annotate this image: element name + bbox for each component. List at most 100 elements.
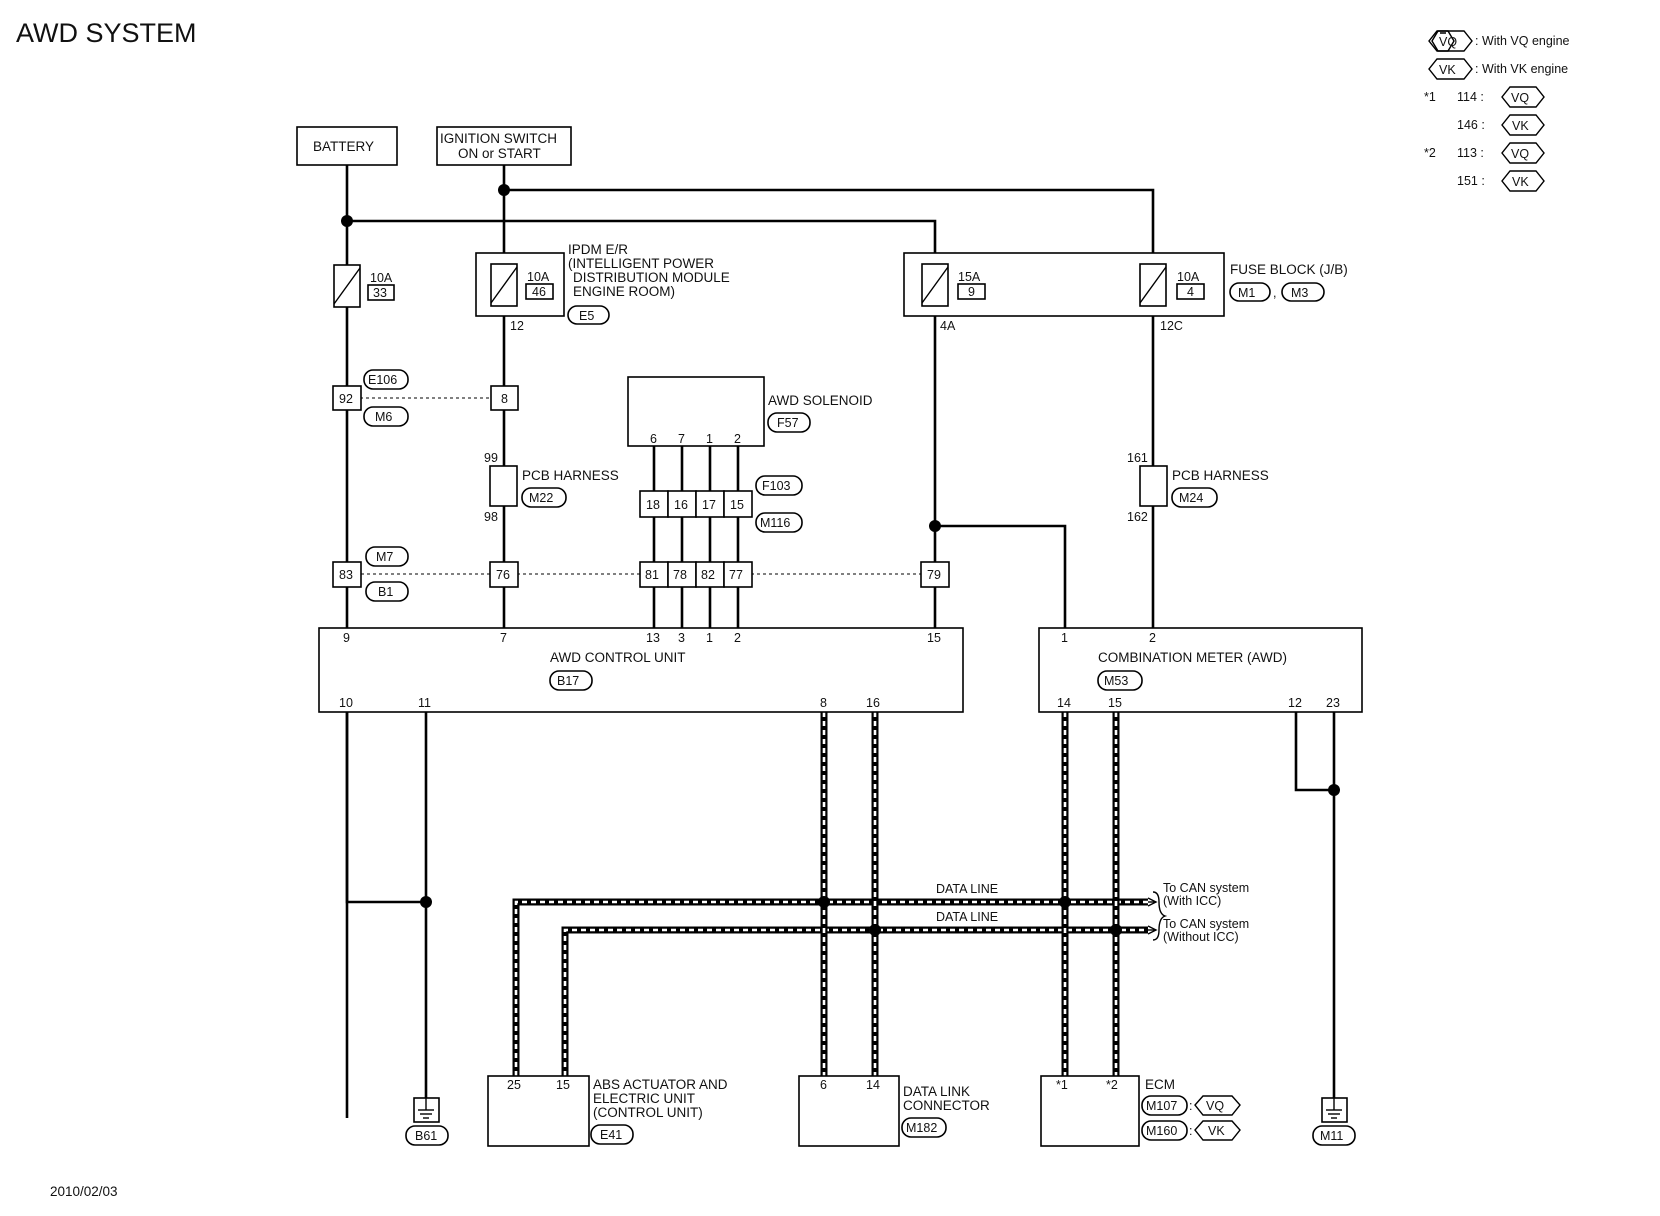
data-line-label-2: DATA LINE: [936, 910, 998, 924]
svg-text:PCB HARNESS: PCB HARNESS: [522, 468, 619, 483]
svg-text:12: 12: [510, 319, 524, 333]
ground-b61-icon: B61: [405, 1097, 449, 1146]
svg-text:M160: M160: [1146, 1124, 1177, 1138]
svg-text:15: 15: [730, 498, 744, 512]
svg-text:F57: F57: [777, 416, 799, 430]
svg-text:12: 12: [1288, 696, 1302, 710]
ecm-box: [1040, 1075, 1140, 1147]
svg-text:15: 15: [1108, 696, 1122, 710]
svg-text:2: 2: [1149, 631, 1156, 645]
svg-text:M182: M182: [906, 1121, 937, 1135]
svg-text:IGNITION SWITCH: IGNITION SWITCH: [440, 131, 557, 146]
svg-text:*2: *2: [1424, 146, 1436, 160]
svg-text:,: ,: [1273, 286, 1276, 300]
svg-text:14: 14: [866, 1078, 880, 1092]
svg-text:113 :: 113 :: [1457, 146, 1484, 160]
pcb-harness-left: [489, 465, 518, 507]
can-data-lines: DATA LINE DATA LINE To CAN system (With …: [512, 712, 1249, 1076]
svg-text:25: 25: [507, 1078, 521, 1092]
svg-text:6: 6: [820, 1078, 827, 1092]
svg-text:VQ: VQ: [1511, 147, 1529, 161]
svg-text:ECM: ECM: [1145, 1077, 1175, 1092]
revision-date: 2010/02/03: [50, 1184, 118, 1199]
svg-text:F103: F103: [762, 479, 791, 493]
pcb-harness-right: [1139, 465, 1168, 507]
svg-text:6: 6: [650, 432, 657, 446]
svg-text:4: 4: [1187, 285, 1194, 299]
svg-text:(INTELLIGENT POWER: (INTELLIGENT POWER: [568, 256, 714, 271]
svg-text:9: 9: [343, 631, 350, 645]
svg-text:15: 15: [927, 631, 941, 645]
svg-text:10: 10: [339, 696, 353, 710]
svg-text:8: 8: [820, 696, 827, 710]
svg-text:46: 46: [532, 285, 546, 299]
awd-control-unit-box: [318, 627, 964, 713]
svg-text:ENGINE ROOM): ENGINE ROOM): [573, 284, 675, 299]
svg-text:ELECTRIC UNIT: ELECTRIC UNIT: [593, 1091, 695, 1106]
svg-text:To CAN system: To CAN system: [1163, 881, 1249, 895]
svg-text:PCB HARNESS: PCB HARNESS: [1172, 468, 1269, 483]
svg-text:7: 7: [678, 432, 685, 446]
svg-text:M1: M1: [1238, 286, 1255, 300]
svg-text:VK: VK: [1208, 1124, 1225, 1138]
svg-text:82: 82: [701, 568, 715, 582]
battery-label: BATTERY: [313, 139, 374, 154]
svg-text::: :: [1189, 1124, 1192, 1138]
data-line-label-1: DATA LINE: [936, 882, 998, 896]
svg-text:9: 9: [968, 285, 975, 299]
svg-text:83: 83: [339, 568, 353, 582]
svg-text:M24: M24: [1179, 491, 1203, 505]
svg-text:*2: *2: [1106, 1078, 1118, 1092]
awd-solenoid-box: [627, 376, 765, 447]
page-title: AWD SYSTEM: [16, 18, 197, 48]
svg-text:161: 161: [1127, 451, 1148, 465]
fuse-10a-46: 10A 46: [490, 263, 554, 307]
svg-text:10A: 10A: [527, 270, 550, 284]
svg-text:VK: VK: [1439, 63, 1456, 77]
svg-text:1: 1: [706, 432, 713, 446]
awd-control-unit-label: AWD CONTROL UNIT: [550, 650, 686, 665]
svg-text:1: 1: [706, 631, 713, 645]
svg-text:7: 7: [500, 631, 507, 645]
battery-box: [296, 126, 398, 166]
svg-text:78: 78: [673, 568, 687, 582]
svg-text::: :: [1189, 1099, 1192, 1113]
svg-text:92: 92: [339, 392, 353, 406]
svg-text:B17: B17: [557, 674, 579, 688]
svg-text:VQ: VQ: [1439, 35, 1457, 49]
fuse-15a-9: 15A 9: [921, 263, 986, 307]
svg-text:IPDM E/R: IPDM E/R: [568, 242, 628, 257]
svg-text:77: 77: [729, 568, 743, 582]
svg-text:VK: VK: [1512, 119, 1529, 133]
svg-text:FUSE BLOCK (J/B): FUSE BLOCK (J/B): [1230, 262, 1348, 277]
ipdm-connector: E5: [579, 309, 594, 323]
svg-text:M116: M116: [760, 516, 790, 530]
svg-text:76: 76: [496, 568, 510, 582]
svg-text:VK: VK: [1512, 175, 1529, 189]
svg-text:10A: 10A: [1177, 270, 1200, 284]
svg-text:15: 15: [556, 1078, 570, 1092]
svg-text:81: 81: [645, 568, 659, 582]
fuse-block-box: [903, 252, 1225, 317]
svg-text:*1: *1: [1424, 90, 1436, 104]
svg-text:B61: B61: [415, 1129, 437, 1143]
svg-text:(With ICC): (With ICC): [1163, 894, 1221, 908]
fuse-10a-4: 10A 4: [1139, 263, 1205, 307]
svg-text:AWD SOLENOID: AWD SOLENOID: [768, 393, 873, 408]
svg-text:DATA LINK: DATA LINK: [903, 1084, 970, 1099]
connector-f103-m116: 18 16 17 15 F103 M116: [639, 475, 803, 533]
svg-text:To CAN system: To CAN system: [1163, 917, 1249, 931]
svg-text:E41: E41: [600, 1128, 622, 1142]
svg-text:4A: 4A: [940, 319, 956, 333]
svg-text:2: 2: [734, 631, 741, 645]
ignition-switch-box: [436, 126, 572, 166]
svg-text:VQ: VQ: [1206, 1099, 1224, 1113]
svg-text:M11: M11: [1320, 1129, 1343, 1143]
engine-legend: VQ : With VQ engine VK : With VK engine …: [1424, 30, 1570, 192]
svg-text:M7: M7: [376, 550, 393, 564]
svg-text:M22: M22: [529, 491, 553, 505]
svg-text:33: 33: [373, 286, 387, 300]
svg-text:VQ: VQ: [1511, 91, 1529, 105]
svg-text:99: 99: [484, 451, 498, 465]
svg-text:98: 98: [484, 510, 498, 524]
